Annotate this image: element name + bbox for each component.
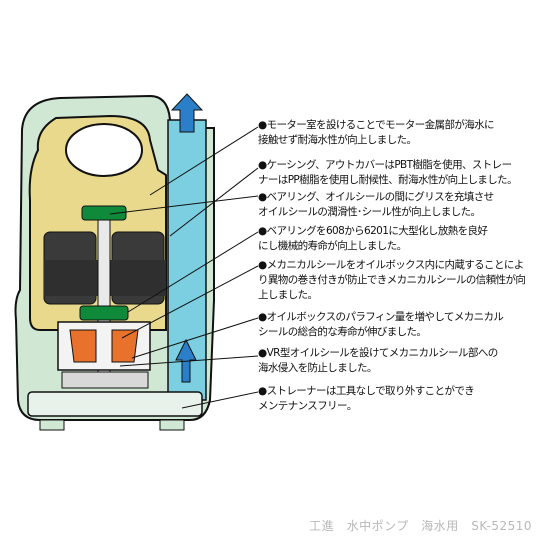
annotation-7: ●VR型オイルシールを設けてメカニカルシール部への 海水侵入を防止しました。: [258, 347, 498, 374]
leader-line-2: [169, 167, 259, 237]
leader-line-6: [131, 317, 259, 359]
strainer-base: [27, 391, 203, 417]
leader-line-3: [109, 195, 259, 215]
leader-line-5: [121, 265, 259, 339]
leader-line-8: [181, 391, 259, 409]
annotation-1: ●モーター室を設けることでモーター金属部が海水に 接触せず耐海水性が向上しました…: [258, 119, 495, 146]
leader-line-7: [119, 355, 259, 367]
annotation-5: ●メカニカルシールをオイルボックス内に内蔵することにより異物の巻き付きが防止でき…: [258, 259, 526, 301]
annotation-3: ●ベアリング、オイルシールの間にグリスを充填させ オイルシールの潤滑性･シール性…: [258, 191, 494, 218]
annotation-2: ●ケーシング、アウトカバーはPBT樹脂を使用、ストレー ナーはPP樹脂を使用し耐…: [258, 159, 518, 186]
foot-left: [39, 419, 65, 431]
foot-right: [159, 419, 185, 431]
handle-opening: [65, 123, 143, 177]
impeller: [61, 371, 149, 389]
leader-lines: [109, 126, 259, 409]
lower-bearing: [79, 305, 129, 321]
leader-line-1: [149, 126, 259, 196]
annotation-8: ●ストレーナーは工具なしで取り外すことができ メンテナンスフリー。: [258, 385, 475, 412]
annotation-6: ●オイルボックスのパラフィン量を増やしてメカニカル シールの総合的な寿命が伸びま…: [258, 311, 504, 338]
mechanical-seal-left: [69, 329, 97, 363]
annotation-4: ●ベアリングを608から6201に大型化し放熱を良好 にし機械的寿命が向上しまし…: [258, 225, 488, 252]
upper-bearing: [81, 205, 127, 221]
leader-line-4: [127, 231, 259, 313]
upward-flow-arrow: [170, 93, 204, 133]
product-caption: 工進 水中ポンプ 海水用 SK-52510: [309, 519, 532, 533]
mechanical-seal-right: [111, 329, 139, 363]
